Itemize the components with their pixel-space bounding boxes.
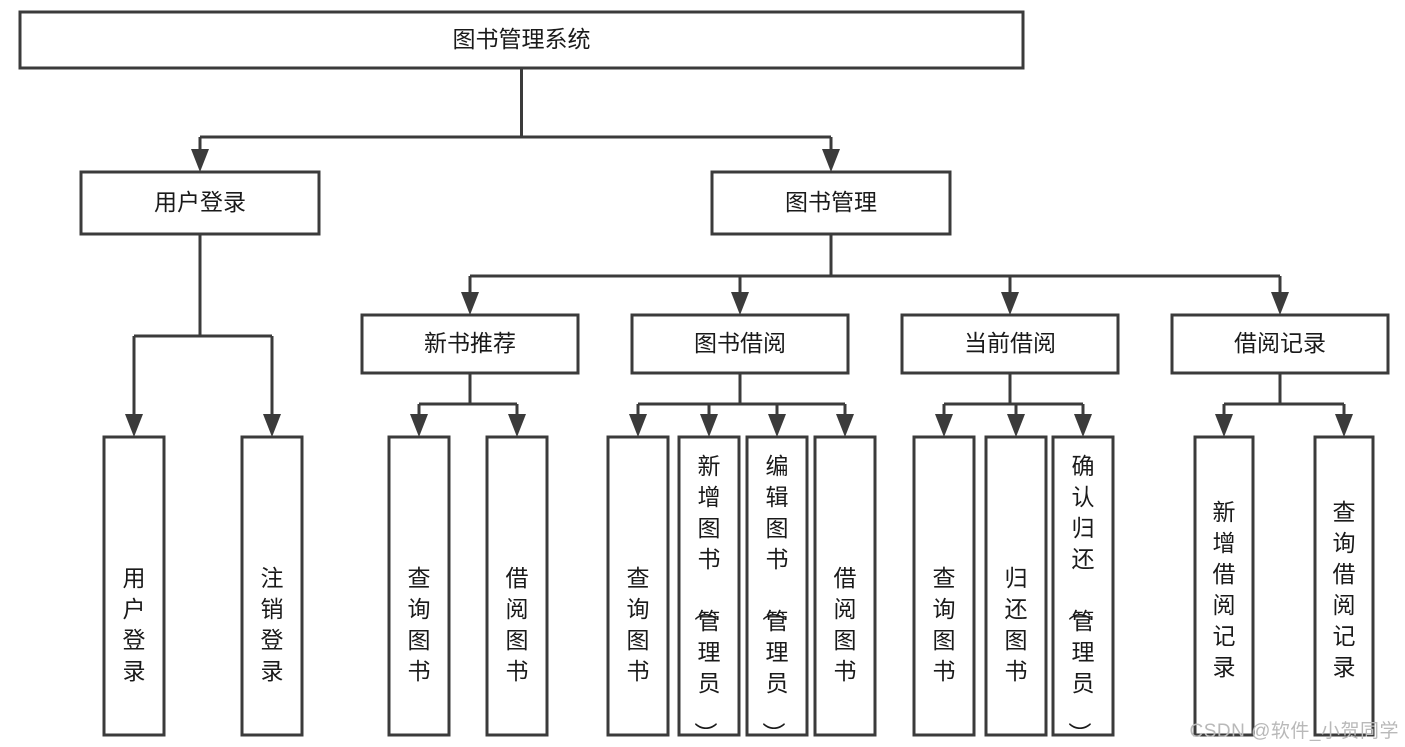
arrow-head-leaf-add-book: [700, 414, 718, 437]
node-new-book-rec[interactable]: 新书推荐: [360, 313, 580, 375]
node-leaf-query-book-3-label: 查询图书: [933, 565, 956, 684]
node-borrow-record-rect[interactable]: [1170, 313, 1390, 375]
node-leaf-query-book-2-label: 查询图书: [627, 565, 650, 684]
connector-group: [125, 68, 1353, 437]
node-leaf-query-book-2-rect[interactable]: [606, 435, 670, 737]
node-leaf-query-book-1[interactable]: 查询图书: [387, 435, 451, 737]
node-leaf-edit-book-label: 编辑图书（管理员）: [761, 453, 789, 745]
node-leaf-borrow-book-2-label: 借阅图书: [834, 565, 857, 684]
arrow-head-borrow-record: [1271, 292, 1289, 315]
node-leaf-query-record-label: 查询借阅记录: [1333, 499, 1356, 680]
arrow-head-new-book-rec: [461, 292, 479, 315]
node-leaf-borrow-book-1-rect[interactable]: [485, 435, 549, 737]
node-leaf-user-logout-rect[interactable]: [240, 435, 304, 737]
node-leaf-return-book-label: 归还图书: [1005, 565, 1028, 684]
arrow-head-leaf-edit-book: [768, 414, 786, 437]
node-leaf-add-record-rect[interactable]: [1193, 435, 1255, 737]
arrow-head-leaf-confirm-return: [1074, 414, 1092, 437]
node-leaf-query-record-rect[interactable]: [1313, 435, 1375, 737]
node-root-rect[interactable]: [18, 10, 1025, 70]
node-user-login-label: 用户登录: [154, 189, 246, 215]
node-leaf-confirm-return[interactable]: 确认归还（管理员）: [1051, 435, 1115, 745]
node-book-borrow[interactable]: 图书借阅: [630, 313, 850, 375]
node-book-manage-label: 图书管理: [785, 189, 877, 215]
arrow-head-book-manage: [822, 149, 840, 172]
node-leaf-return-book[interactable]: 归还图书: [984, 435, 1048, 737]
node-leaf-query-record[interactable]: 查询借阅记录: [1313, 435, 1375, 737]
arrow-head-book-borrow: [731, 292, 749, 315]
node-new-book-rec-rect[interactable]: [360, 313, 580, 375]
arrow-head-leaf-user-login: [125, 414, 143, 437]
node-current-borrow[interactable]: 当前借阅: [900, 313, 1120, 375]
node-leaf-query-book-3-rect[interactable]: [912, 435, 976, 737]
node-leaf-user-login[interactable]: 用户登录: [102, 435, 166, 737]
node-book-borrow-rect[interactable]: [630, 313, 850, 375]
arrow-head-current-borrow: [1001, 292, 1019, 315]
node-book-manage[interactable]: 图书管理: [710, 170, 952, 236]
node-book-borrow-label: 图书借阅: [694, 330, 786, 356]
node-leaf-query-book-1-label: 查询图书: [408, 565, 431, 684]
arrow-head-leaf-user-logout: [263, 414, 281, 437]
arrow-head-leaf-query-book-2: [629, 414, 647, 437]
node-leaf-add-record[interactable]: 新增借阅记录: [1193, 435, 1255, 737]
node-leaf-user-login-label: 用户登录: [123, 565, 146, 684]
node-leaf-add-book-rect[interactable]: [677, 435, 741, 737]
arrow-head-leaf-query-book-1: [410, 414, 428, 437]
node-leaf-query-book-1-rect[interactable]: [387, 435, 451, 737]
node-leaf-user-login-rect[interactable]: [102, 435, 166, 737]
arrow-head-leaf-return-book: [1007, 414, 1025, 437]
node-leaf-confirm-return-label: 确认归还（管理员）: [1067, 453, 1095, 745]
node-leaf-confirm-return-rect[interactable]: [1051, 435, 1115, 737]
node-leaf-query-book-2[interactable]: 查询图书: [606, 435, 670, 737]
node-leaf-user-logout-label: 注销登录: [261, 565, 284, 684]
node-leaf-borrow-book-2-rect[interactable]: [813, 435, 877, 737]
node-leaf-add-book[interactable]: 新增图书（管理员）: [677, 435, 741, 745]
arrow-head-user-login: [191, 149, 209, 172]
arrow-head-leaf-query-record: [1335, 414, 1353, 437]
node-user-login[interactable]: 用户登录: [79, 170, 321, 236]
node-leaf-edit-book-rect[interactable]: [745, 435, 809, 737]
node-root-label: 图书管理系统: [453, 26, 591, 52]
node-leaf-borrow-book-1[interactable]: 借阅图书: [485, 435, 549, 737]
node-current-borrow-rect[interactable]: [900, 313, 1120, 375]
node-root[interactable]: 图书管理系统: [18, 10, 1025, 70]
node-book-manage-rect[interactable]: [710, 170, 952, 236]
node-leaf-add-record-label: 新增借阅记录: [1213, 499, 1236, 680]
arrow-head-leaf-query-book-3: [935, 414, 953, 437]
arrow-head-leaf-borrow-book-1: [508, 414, 526, 437]
node-borrow-record[interactable]: 借阅记录: [1170, 313, 1390, 375]
node-leaf-borrow-book-1-label: 借阅图书: [506, 565, 529, 684]
node-leaf-add-book-label: 新增图书（管理员）: [693, 453, 721, 745]
arrow-head-leaf-borrow-book-2: [836, 414, 854, 437]
node-leaf-query-book-3[interactable]: 查询图书: [912, 435, 976, 737]
node-leaf-user-logout[interactable]: 注销登录: [240, 435, 304, 737]
node-current-borrow-label: 当前借阅: [964, 330, 1056, 356]
node-leaf-return-book-rect[interactable]: [984, 435, 1048, 737]
node-leaf-edit-book[interactable]: 编辑图书（管理员）: [745, 435, 809, 745]
arrow-head-leaf-add-record: [1215, 414, 1233, 437]
node-leaf-borrow-book-2[interactable]: 借阅图书: [813, 435, 877, 737]
node-new-book-rec-label: 新书推荐: [424, 330, 516, 356]
node-borrow-record-label: 借阅记录: [1234, 330, 1326, 356]
node-user-login-rect[interactable]: [79, 170, 321, 236]
